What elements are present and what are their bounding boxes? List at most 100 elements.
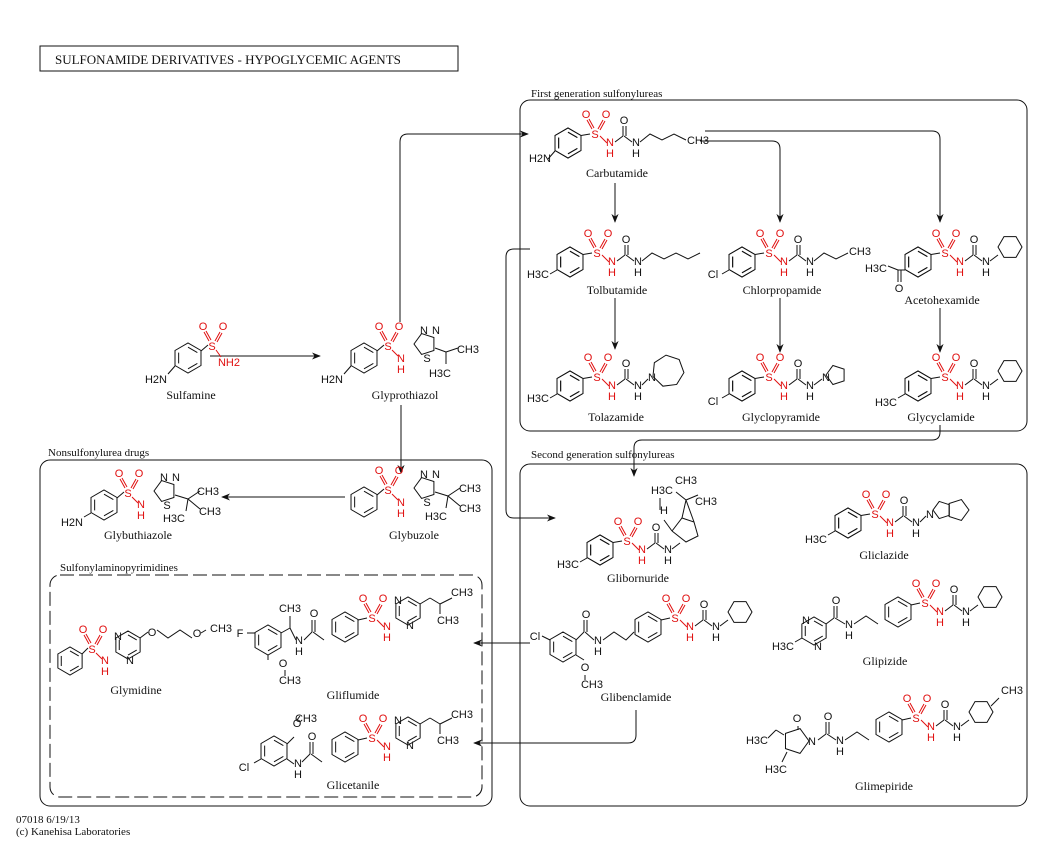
atom-label: O [395, 321, 404, 333]
page-title: SULFONAMIDE DERIVATIVES - HYPOGLYCEMIC A… [55, 52, 401, 67]
atom-label: N [406, 740, 414, 752]
atom-label: H [397, 508, 405, 520]
atom-label: N [420, 325, 428, 337]
atom-label: H [982, 267, 990, 279]
atom-label: H [638, 555, 646, 567]
atom-label: S [163, 500, 170, 512]
atom-label: S [765, 248, 772, 260]
atom-label: H [137, 510, 145, 522]
atom-label: H [927, 732, 935, 744]
atom-label: N [634, 256, 642, 268]
atom-label: N [126, 655, 134, 667]
group-label-first-generation: First generation sulfonylureas [531, 88, 662, 100]
atom-label: O [79, 624, 88, 636]
atom-label: S [912, 713, 919, 725]
atom-label: N [953, 721, 961, 733]
atom-label: O [308, 731, 317, 743]
label-glyclopyramide: Glyclopyramide [742, 410, 820, 424]
atom-label: Cl [239, 762, 249, 774]
atom-label: S [88, 644, 95, 656]
atom-label: H [962, 617, 970, 629]
atom-label: CH3 [849, 246, 871, 258]
atom-label: H3C [425, 511, 447, 523]
atom-label: S [368, 733, 375, 745]
label-glymidine: Glymidine [110, 683, 161, 697]
atom-label: H [594, 646, 602, 658]
atom-label: S [593, 372, 600, 384]
label-glybuthiazole: Glybuthiazole [104, 528, 172, 542]
atom-label: H [608, 391, 616, 403]
atom-label: O [602, 109, 611, 121]
title-box: SULFONAMIDE DERIVATIVES - HYPOGLYCEMIC A… [39, 45, 459, 72]
atom-label: H [101, 666, 109, 678]
atom-label: O [293, 718, 302, 730]
atom-label: O [582, 109, 591, 121]
atom-label: N [845, 619, 853, 631]
label-gliclazide: Gliclazide [859, 548, 908, 562]
atom-label: N [936, 606, 944, 618]
atom-label: N [982, 380, 990, 392]
label-glicetanile: Glicetanile [327, 778, 380, 792]
atom-label: H3C [557, 559, 579, 571]
atom-label: O [932, 352, 941, 364]
atom-label: O [952, 228, 961, 240]
label-glipizide: Glipizide [863, 654, 908, 668]
atom-label: O [135, 468, 144, 480]
atom-label: O [620, 115, 629, 127]
atom-label: N [114, 631, 122, 643]
atom-label: CH3 [581, 679, 603, 691]
atom-label: H [806, 391, 814, 403]
atom-label: N [420, 469, 428, 481]
group-label-second-generation: Second generation sulfonylureas [531, 449, 675, 461]
atom-label: N [606, 137, 614, 149]
atom-label: H3C [772, 641, 794, 653]
atom-label: H2N [61, 517, 83, 529]
atom-label: O [776, 228, 785, 240]
atom-label: N [394, 595, 402, 607]
label-glybuzole: Glybuzole [389, 528, 439, 542]
label-acetohexamide: Acetohexamide [904, 293, 979, 307]
arrow-glibenclamide-glicetanile [473, 710, 637, 747]
atom-label: H2N [321, 374, 343, 386]
atom-label: CH3 [437, 735, 459, 747]
atom-label: S [124, 488, 131, 500]
atom-label: O [900, 495, 909, 507]
atom-label: H3C [527, 269, 549, 281]
atom-label: F [237, 628, 244, 640]
atom-label: O [584, 352, 593, 364]
atom-label: O [662, 593, 671, 605]
atom-label: O [970, 358, 979, 370]
atom-label: S [623, 536, 630, 548]
label-glyprothiazol: Glyprothiazol [372, 388, 439, 402]
atom-label: H3C [651, 485, 673, 497]
atom-label: N [927, 721, 935, 733]
atom-label: CH3 [687, 135, 709, 147]
atom-label: N [962, 606, 970, 618]
atom-label: O [756, 228, 765, 240]
label-glibenclamide: Glibenclamide [601, 690, 672, 704]
atom-label: CH3 [675, 475, 697, 487]
atom-label: CH3 [279, 603, 301, 615]
group-label-sulfonylaminopyrimidines: Sulfonylaminopyrimidines [60, 562, 178, 574]
atom-label: S [384, 341, 391, 353]
atom-label: Cl [708, 269, 718, 281]
atom-label: H [836, 746, 844, 758]
atom-label: N [608, 256, 616, 268]
atom-label: O [99, 624, 108, 636]
atom-label: O [395, 465, 404, 477]
atom-label: O [903, 693, 912, 705]
atom-label: N [802, 615, 810, 627]
atom-label: H [632, 148, 640, 160]
atom-label: N [956, 380, 964, 392]
atom-label: H [397, 364, 405, 376]
atom-label: H [780, 267, 788, 279]
atom-label: S [368, 613, 375, 625]
compound-labels: Sulfamine Glyprothiazol Carbutamide Tolb… [104, 166, 980, 793]
atom-label: O [379, 713, 388, 725]
atom-label: H [886, 528, 894, 540]
